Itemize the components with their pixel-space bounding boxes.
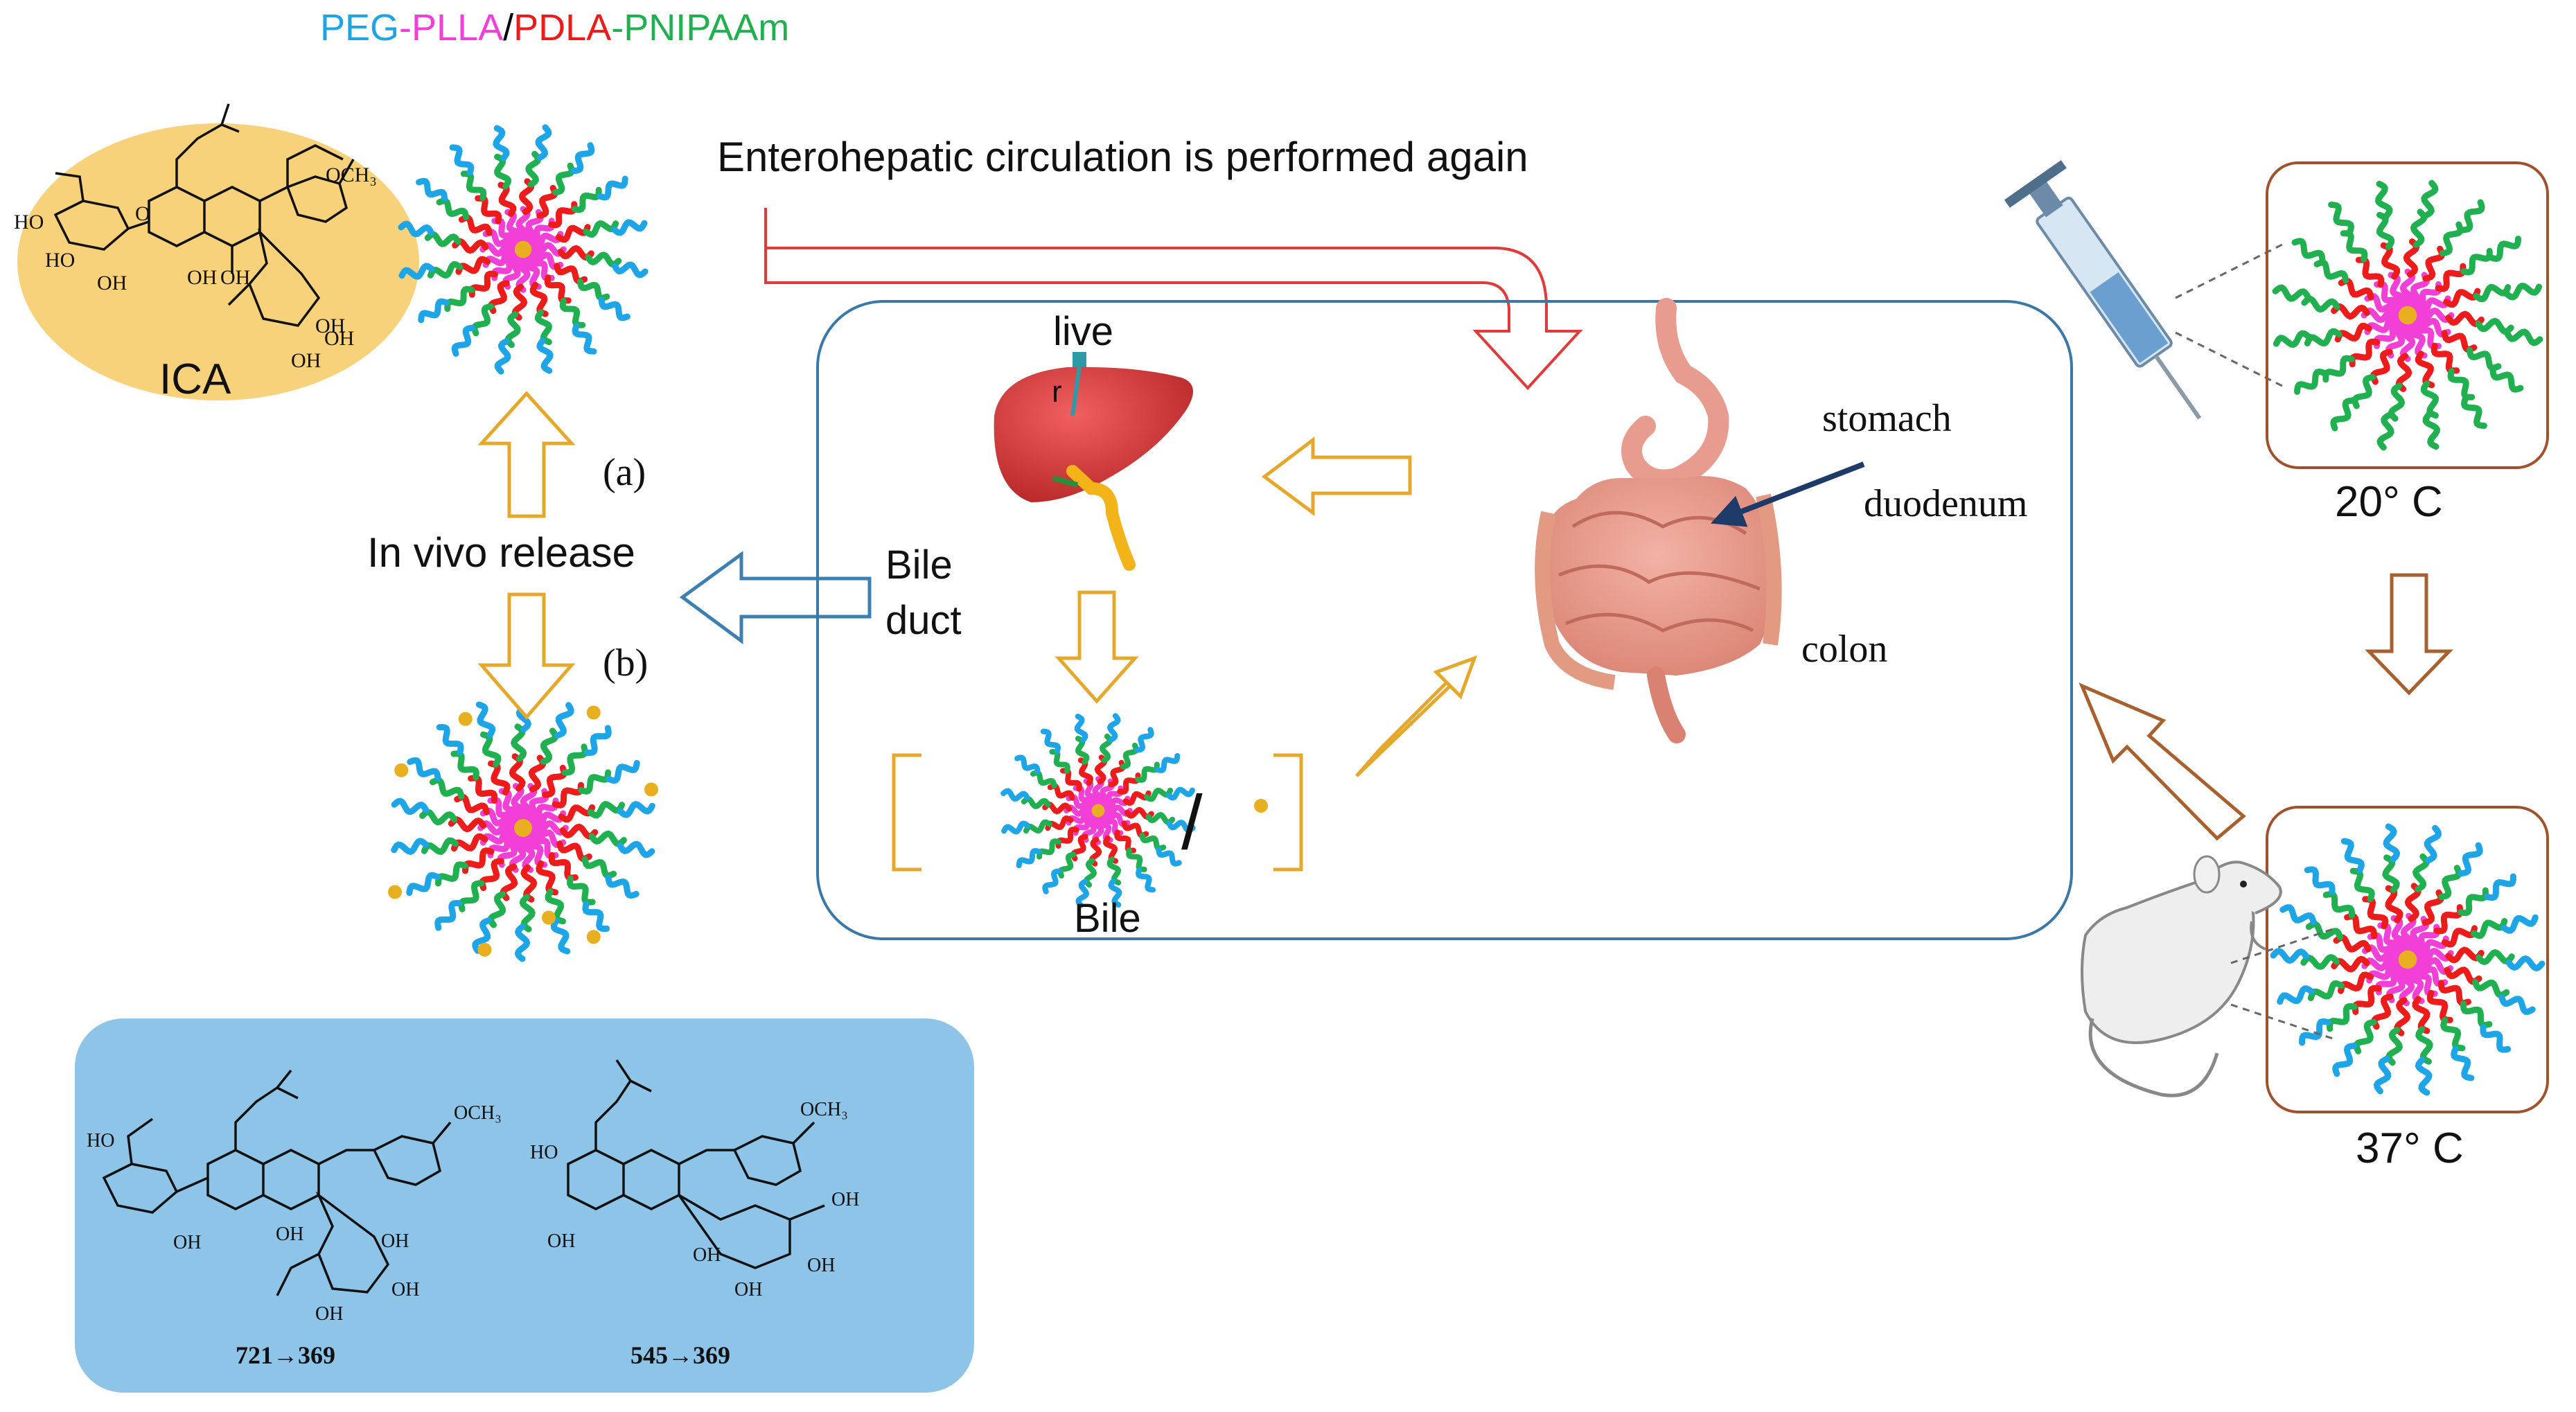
oh-label-2: OH	[187, 266, 217, 289]
bile-duct-label-1: Bile	[885, 542, 953, 588]
metabolite-1-oh-5: OH	[381, 1230, 409, 1252]
bile-bracket-left	[892, 753, 921, 872]
in-vivo-release-label: In vivo release	[367, 529, 635, 576]
metabolite-2-mass: 545→369	[630, 1341, 730, 1369]
metabolite-2-oh-2: OH	[693, 1244, 721, 1266]
metabolite-panel	[75, 1018, 974, 1393]
metabolite-1-mass: 721→369	[236, 1341, 335, 1369]
orange-diagonal-arrow	[1355, 655, 1478, 777]
oh-label-6: OH	[324, 327, 354, 350]
micelles-layer	[388, 124, 2546, 1096]
ho-label-2: HO	[45, 249, 75, 272]
digestive-system-illustration	[1535, 298, 1782, 743]
oh-label-5: OH	[291, 349, 321, 372]
mouse-dash-1	[2230, 927, 2336, 964]
metabolite-1-och3: OCH₃	[454, 1102, 502, 1124]
metabolite-2-och3: OCH₃	[800, 1099, 848, 1120]
label-b: (b)	[603, 642, 648, 685]
och3-label: OCH₃	[326, 164, 377, 186]
metabolite-1-atom-labels: OCH₃ HO OH OH OH OH OH	[87, 1102, 502, 1325]
micelle-37c	[2270, 823, 2546, 1096]
liver-illustration	[994, 352, 1193, 571]
ica-structure	[53, 103, 355, 327]
stomach-label: stomach	[1822, 397, 1952, 440]
oh-label-1: OH	[97, 272, 127, 294]
legend-peg: PEG	[320, 7, 399, 48]
micelle-bile	[1000, 713, 1196, 908]
legend-slash: /	[503, 7, 513, 48]
live-label: live	[1053, 309, 1113, 354]
metabolite-2-oh-1: OH	[547, 1230, 575, 1252]
enterohepatic-box	[816, 300, 2073, 940]
bile-bracket-right	[1273, 753, 1303, 872]
ho-label-1: HO	[14, 211, 44, 233]
oh-label-4: OH	[315, 315, 345, 337]
orange-up-arrow-a	[477, 391, 576, 518]
micelle-20c	[2272, 179, 2543, 451]
temp-37c-label: 37° C	[2356, 1124, 2464, 1172]
metabolite-2-ho: HO	[530, 1142, 558, 1163]
duodenum-pointer	[1711, 461, 1865, 527]
metabolite-1-ho: HO	[87, 1130, 114, 1151]
mouse-illustration	[2081, 855, 2282, 1097]
syringe-dash-1	[2175, 241, 2287, 299]
legend-pdla: PDLA	[513, 7, 611, 48]
ica-atom-labels: OCH₃ HO HO OH O OH OH OH OH OH	[14, 164, 377, 372]
micelle-box-37c	[2266, 806, 2549, 1113]
red-recirculation-arrow	[764, 208, 1583, 390]
brown-diagonal-arrow	[2079, 682, 2246, 841]
legend-plla: PLLA	[412, 7, 503, 48]
oh-label-3: OH	[220, 266, 250, 289]
ica-label: ICA	[159, 355, 231, 403]
metabolite-1-oh-1: OH	[173, 1232, 201, 1253]
orange-down-arrow-bile	[1055, 590, 1139, 704]
brown-down-arrow	[2365, 573, 2453, 696]
metabolite-1-oh-2: OH	[276, 1224, 303, 1245]
metabolite-1-oh-4: OH	[391, 1279, 419, 1300]
metabolite-2-oh-4: OH	[734, 1279, 762, 1300]
orange-left-arrow-liver	[1261, 436, 1412, 516]
legend-dash-1: -	[399, 7, 412, 48]
syringe-dash-2	[2175, 331, 2287, 389]
metabolite-1-structure	[102, 1069, 452, 1296]
micelle-box-20c	[2266, 161, 2549, 469]
micelle-released	[388, 694, 658, 962]
colon-label: colon	[1801, 628, 1887, 671]
o-label-1: O	[135, 202, 150, 225]
duodenum-label: duodenum	[1864, 482, 2027, 525]
legend-pnipaam: PNIPAAm	[624, 7, 789, 48]
orange-down-arrow-b	[477, 592, 576, 720]
syringe-icon	[2004, 160, 2202, 420]
enterohepatic-label: Enterohepatic circulation is performed a…	[717, 134, 1528, 180]
label-a: (a)	[603, 451, 646, 494]
ica-ellipse	[17, 123, 419, 400]
bile-label: Bile	[1074, 896, 1141, 941]
metabolite-1-oh-3: OH	[315, 1303, 343, 1325]
metabolite-2-structure	[567, 1059, 825, 1269]
micelle-top-left	[398, 124, 649, 375]
temp-20c-label: 20° C	[2335, 478, 2443, 526]
mouse-dash-2	[2230, 1003, 2336, 1041]
legend-text: PEG-PLLA/PDLA-PNIPAAm	[320, 7, 789, 48]
live-label-r: r	[1052, 375, 1062, 409]
bile-duct-label-2: duct	[885, 598, 962, 643]
bile-slash: /	[1181, 780, 1203, 865]
bile-drug-dot	[1254, 799, 1268, 813]
blue-left-arrow	[679, 551, 872, 644]
legend-dash-2: -	[611, 7, 624, 48]
metabolite-2-atom-labels: OCH₃ HO OH OH OH OH OH	[530, 1099, 859, 1300]
metabolite-2-oh-5: OH	[831, 1189, 859, 1210]
metabolite-2-oh-3: OH	[807, 1255, 835, 1276]
